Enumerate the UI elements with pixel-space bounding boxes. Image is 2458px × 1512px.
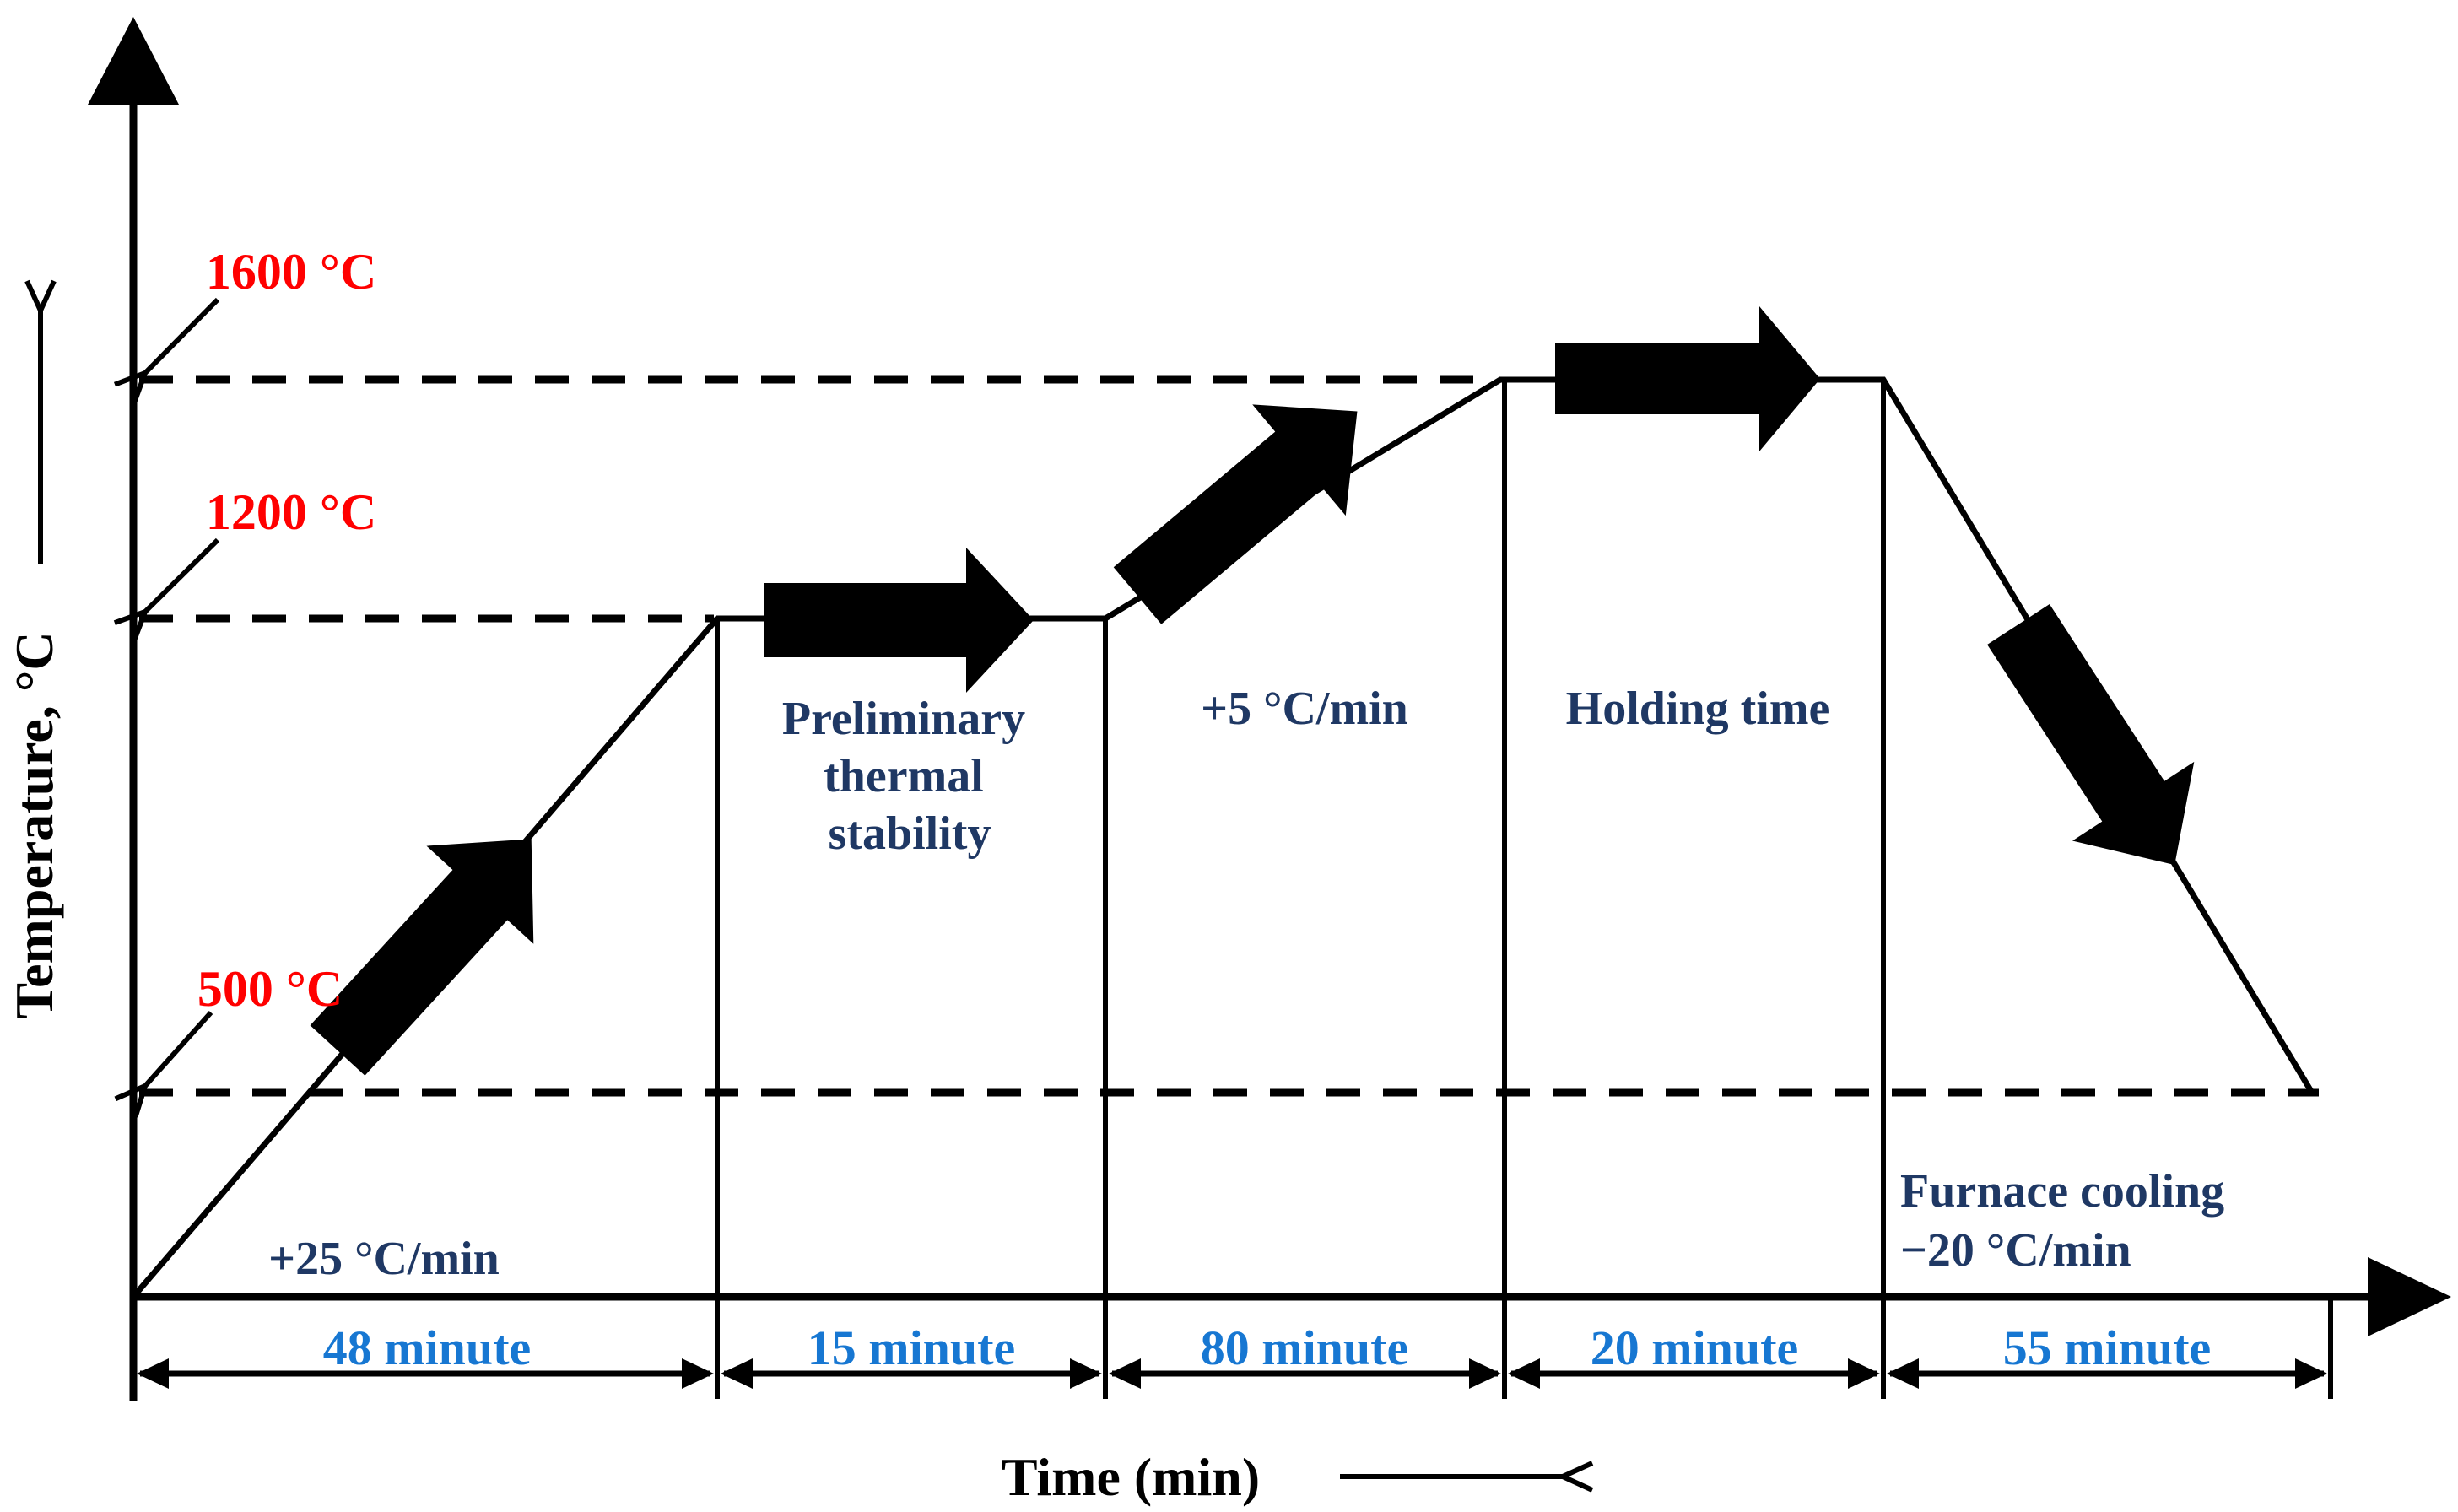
stage-label-preliminary-line2: thermal <box>824 750 984 802</box>
arrowhead-left-icon <box>1109 1358 1141 1389</box>
temp-label-1600: 1600 °C <box>206 244 376 300</box>
y-axis-title-group: Temperature, °C <box>4 310 64 1019</box>
plateau1200-block-arrow-icon <box>764 548 1034 693</box>
arrowhead-left-icon <box>137 1358 169 1389</box>
arrowhead-right-icon <box>2295 1358 2327 1389</box>
stage-label-preliminary: Preliminary thermal stability <box>782 693 1037 860</box>
arrowhead-right-icon <box>1469 1358 1501 1389</box>
y-axis-arrowhead-icon <box>88 17 179 105</box>
ramp1-block-arrow-icon <box>310 839 534 1076</box>
temp-label-1200: 1200 °C <box>206 484 376 540</box>
ramp2-block-arrow-icon <box>1113 404 1358 624</box>
stage-label-cooling: Furnace cooling −20 °C/min <box>1900 1165 2236 1277</box>
stage-label-preliminary-line1: Preliminary <box>782 693 1025 745</box>
arrowhead-right-icon <box>1070 1358 1102 1389</box>
stage-label-ramp1: +25 °C/min <box>268 1233 500 1285</box>
duration-label-48: 48 minute <box>323 1320 532 1375</box>
duration-arrow-55min <box>1887 1358 2327 1389</box>
callout-arrow-1600-icon <box>145 297 220 373</box>
stage-label-cooling-line2: −20 °C/min <box>1900 1224 2131 1277</box>
duration-arrow-15min <box>721 1358 1102 1389</box>
arrowhead-left-icon <box>1508 1358 1540 1389</box>
stage-label-preliminary-line3: stability <box>829 807 991 860</box>
stage-label-ramp2: +5 °C/min <box>1201 683 1408 735</box>
x-axis-title: Time (min) <box>1002 1447 1260 1507</box>
duration-arrow-20min <box>1508 1358 1880 1389</box>
callout-arrow-500-icon <box>145 1010 213 1086</box>
callout-arrow-1200-icon <box>145 537 220 612</box>
arrowhead-left-icon <box>1887 1358 1919 1389</box>
arrowhead-right-icon <box>1848 1358 1880 1389</box>
stage-label-cooling-line1: Furnace cooling <box>1900 1165 2224 1218</box>
x-axis-title-group: Time (min) <box>1002 1447 1563 1507</box>
duration-label-55: 55 minute <box>2003 1320 2212 1375</box>
x-axis-arrowhead-icon <box>2368 1257 2451 1336</box>
y-axis-title: Temperature, °C <box>4 631 64 1018</box>
duration-label-20: 20 minute <box>1591 1320 1799 1375</box>
arrowhead-left-icon <box>721 1358 753 1389</box>
duration-arrow-48min <box>137 1358 714 1389</box>
temp-label-500: 500 °C <box>197 961 343 1017</box>
holding-block-arrow-icon <box>1555 306 1820 451</box>
duration-label-80: 80 minute <box>1201 1320 1409 1375</box>
duration-arrow-80min <box>1109 1358 1501 1389</box>
arrowhead-right-icon <box>682 1358 714 1389</box>
cooling-block-arrow-icon <box>1987 604 2195 866</box>
duration-label-15: 15 minute <box>808 1320 1016 1375</box>
stage-label-hold: Holding time <box>1566 683 1830 735</box>
